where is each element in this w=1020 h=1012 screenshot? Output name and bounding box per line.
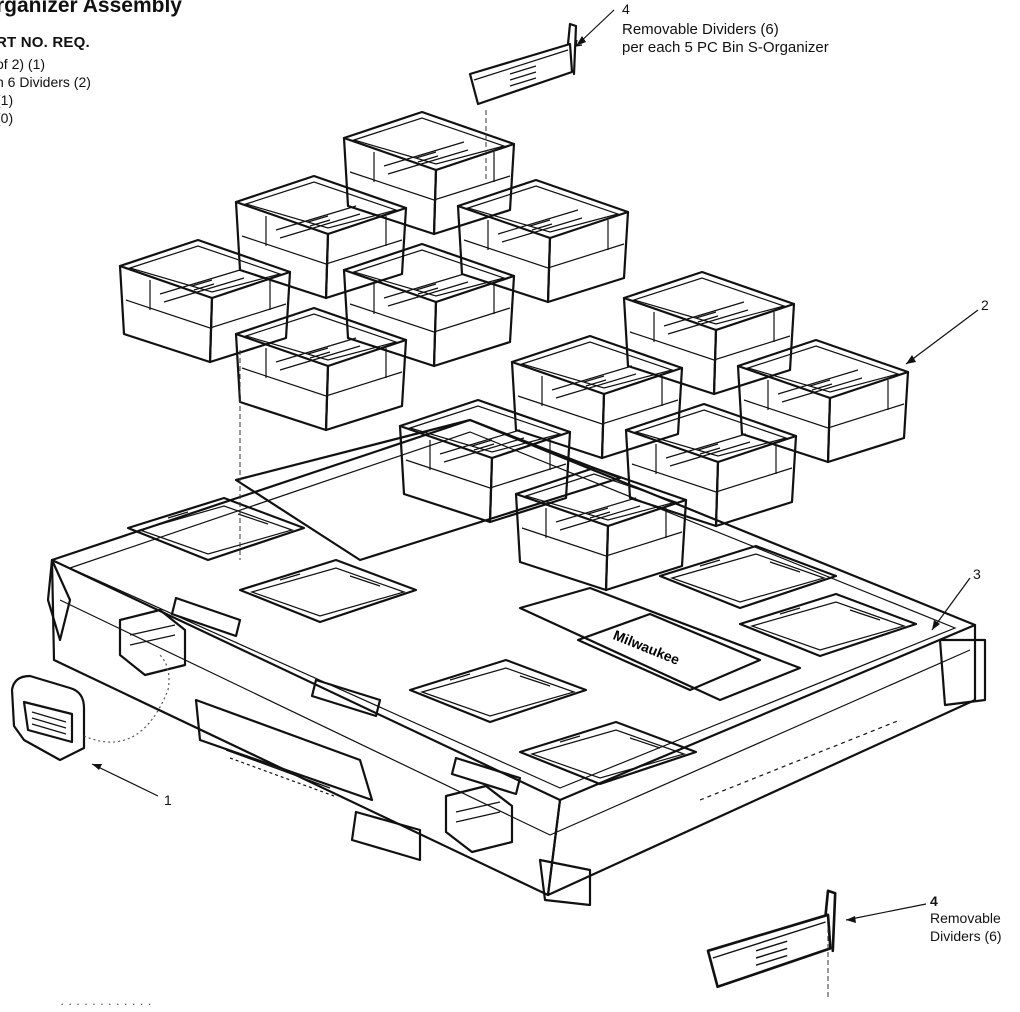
tray-latch-front (444, 784, 514, 854)
latch-dotted-path (83, 654, 170, 743)
tray-logo: Milwaukee (611, 627, 682, 668)
callout-label-4-top-sub: per each 5 PC Bin S-Organizer (622, 39, 829, 56)
callout-label-4-bottom-sub: Dividers (6) (930, 928, 1002, 944)
divider-top (468, 22, 578, 106)
callout-leader-4-bottom (845, 903, 927, 921)
parts-list-item: (0) (0, 110, 14, 126)
divider-bottom (706, 889, 837, 989)
callout-label-4-bottom: Removable (930, 910, 1001, 926)
callout-leader-1 (91, 763, 159, 797)
callout-leader-2 (905, 309, 979, 365)
bin-organizer-group (118, 110, 910, 592)
parts-list-item: (1) (0, 92, 14, 108)
footer-text: · · · · · · · · · · · · (60, 996, 152, 1011)
callout-number-4-bottom: 4 (930, 893, 938, 909)
page-title: rganizer Assembly (0, 0, 182, 17)
callout-label-4-top: Removable Dividers (6) (622, 21, 779, 38)
spare-latch (10, 674, 86, 762)
callout-number-2: 2 (981, 297, 989, 313)
parts-list-item: of 2) (1) (0, 56, 46, 72)
callout-leader-3 (931, 577, 971, 631)
parts-list-item: n 6 Dividers (2) (0, 74, 91, 90)
callout-number-3: 3 (973, 566, 981, 582)
tray-latch-left (118, 608, 187, 677)
callout-number-1: 1 (164, 792, 172, 808)
callout-number-4-top: 4 (622, 1, 630, 17)
parts-list-header: RT NO. REQ. (0, 34, 90, 51)
